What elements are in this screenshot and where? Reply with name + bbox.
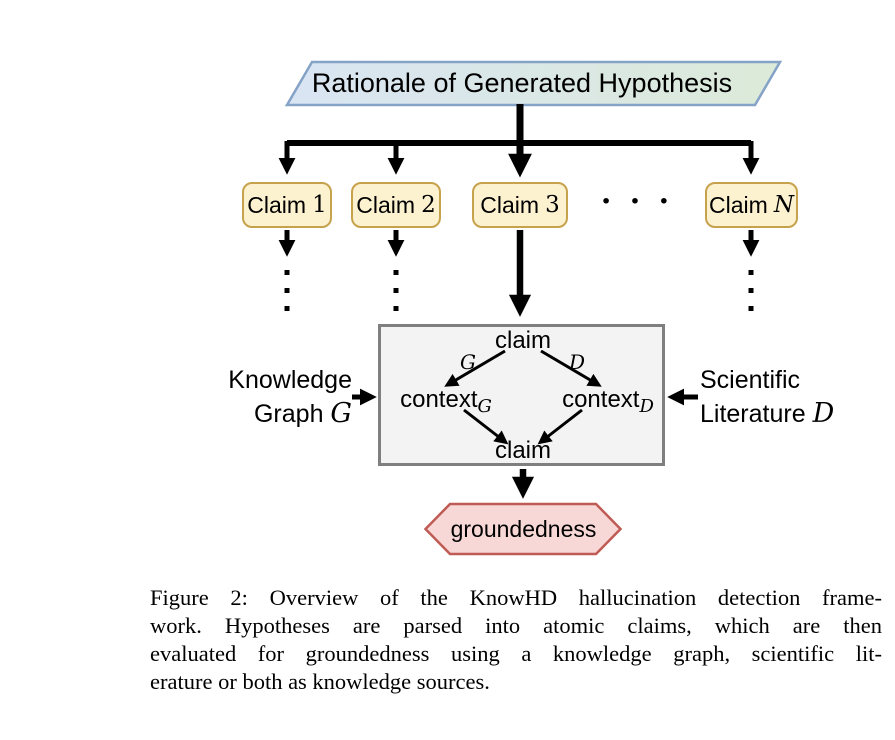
claim-3-label: Claim <box>480 191 540 218</box>
context-lit-sub: D <box>639 396 654 417</box>
claim-1-number: 1 <box>312 192 327 218</box>
caption-line: Figure 2: Overview of the KnowHD halluci… <box>150 585 882 610</box>
claim-1-label: Claim <box>247 191 307 218</box>
claim-3-number: 3 <box>545 192 560 218</box>
contextG-to-claim-arrow <box>463 408 509 445</box>
claim-out-text: claim <box>494 437 551 464</box>
context-kg-base: context <box>400 386 478 413</box>
claim-2-number: 2 <box>421 192 436 218</box>
context-lit-base: context <box>562 386 640 413</box>
claim-2-label: Claim <box>356 191 416 218</box>
lit-edge-label: D <box>568 350 586 374</box>
caption-line: erature or both as knowledge sources. <box>150 669 490 694</box>
scientific-literature-line1: Scientific <box>700 366 801 394</box>
claims-ellipsis: · · · <box>600 184 674 219</box>
claim-to-contextD-arrow <box>540 349 602 387</box>
rationale-title: Rationale of Generated Hypothesis <box>311 68 733 98</box>
knowledge-graph-symbol: G <box>330 398 352 429</box>
kg-edge-label: G <box>460 350 476 374</box>
context-lit-text: contextD <box>548 386 668 417</box>
scientific-literature-label: Scientific Literature D <box>700 364 890 431</box>
claim-to-contextG-arrow <box>444 349 506 387</box>
claim-in-text: claim <box>494 327 551 354</box>
knowledge-graph-line2: Graph G <box>195 397 352 431</box>
groundedness-label: groundedness <box>450 516 597 542</box>
context-kg-sub: G <box>477 396 492 417</box>
scientific-literature-symbol: D <box>812 398 835 429</box>
knowledge-graph-label: Knowledge Graph G <box>195 364 352 431</box>
contextD-to-claim-arrow <box>537 408 583 445</box>
context-kg-text: contextG <box>386 386 506 417</box>
knowledge-graph-word: Graph <box>253 400 324 428</box>
caption-line: evaluated for groundedness using a knowl… <box>150 641 882 666</box>
caption-line: work. Hypotheses are parsed into atomic … <box>150 613 882 638</box>
scientific-literature-word: Literature <box>700 400 806 428</box>
scientific-literature-line2: Literature D <box>700 397 890 431</box>
claim-n-number: N <box>773 192 794 218</box>
knowledge-graph-line1: Knowledge <box>228 366 352 394</box>
rationale-parallelogram <box>284 60 783 107</box>
figure-caption: Figure 2: Overview of the KnowHD halluci… <box>150 584 882 696</box>
claim-n-label: Claim <box>709 191 768 218</box>
grounding-process-box <box>378 324 665 466</box>
groundedness-hexagon <box>423 502 623 556</box>
